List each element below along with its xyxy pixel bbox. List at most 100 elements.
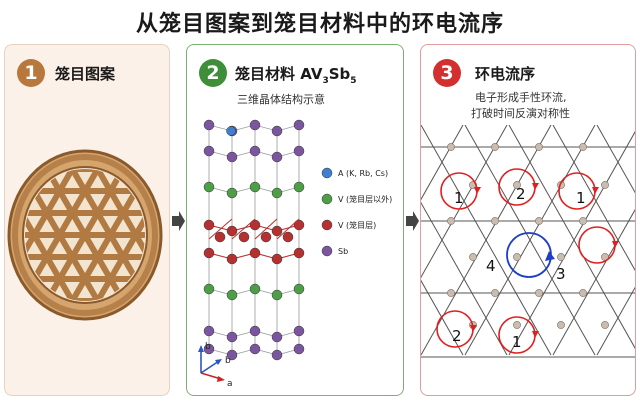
atom-sb xyxy=(203,325,215,337)
loop-current-blue xyxy=(506,232,552,278)
page-title: 从笼目图案到笼目材料中的环电流序 xyxy=(135,12,504,37)
panel3-description-line2: 打破时间反演对称性 xyxy=(471,107,570,120)
atom-sb2 xyxy=(226,151,238,163)
loop-label: 4 xyxy=(486,257,496,275)
atom-v xyxy=(249,181,261,193)
atom-vk xyxy=(249,219,261,231)
legend-marker xyxy=(321,167,333,179)
atom-vk xyxy=(203,219,215,231)
atom-vk xyxy=(238,231,250,243)
legend-label: Sb xyxy=(338,247,348,256)
lattice-site xyxy=(535,217,543,225)
woven-basket-image xyxy=(7,149,163,321)
atom-sb xyxy=(226,331,238,343)
atom-sb2 xyxy=(203,145,215,157)
lattice-site xyxy=(579,289,587,297)
legend-marker xyxy=(321,219,333,231)
panel-loop-current-order: 3 环电流序 电子形成手性环流, 打破时间反演对称性 1 2 1 4 3 2 1 xyxy=(420,44,636,396)
atom-vk2 xyxy=(293,247,305,259)
atom-vk xyxy=(226,225,238,237)
atom-sb2 xyxy=(249,343,261,355)
lattice-site xyxy=(601,321,609,329)
atom-v xyxy=(249,283,261,295)
atom-sb xyxy=(271,331,283,343)
kagome-loop-current-diagram: 1 2 1 4 3 2 1 xyxy=(421,125,635,358)
loop-label: 1 xyxy=(512,333,522,351)
lattice-site xyxy=(513,253,521,261)
lattice-site xyxy=(557,321,565,329)
atom-v xyxy=(271,187,283,199)
atom-v xyxy=(293,181,305,193)
atom-sb2 xyxy=(249,145,261,157)
atom-sb xyxy=(271,125,283,137)
legend-label: V (笼目层以外) xyxy=(338,194,392,204)
loop-label: 1 xyxy=(576,189,586,207)
atom-sb2 xyxy=(271,151,283,163)
arrow-right-icon-2 xyxy=(406,211,419,231)
atom-sb xyxy=(293,119,305,131)
axis-b-vertical-label: b xyxy=(205,342,211,352)
atom-v xyxy=(226,289,238,301)
lattice-site xyxy=(491,143,499,151)
panel3-description-line1: 电子形成手性环流, xyxy=(475,91,567,104)
lattice-site xyxy=(513,181,521,189)
lattice-site xyxy=(447,143,455,151)
atom-vk xyxy=(260,231,272,243)
atom-v xyxy=(203,283,215,295)
axis-indicator-icon: b b a xyxy=(198,342,233,389)
lattice-site xyxy=(535,289,543,297)
atom-vk xyxy=(293,219,305,231)
axis-b-label: b xyxy=(225,356,231,366)
atom-vk2 xyxy=(271,253,283,265)
lattice-site xyxy=(601,181,609,189)
loop-label: 2 xyxy=(516,185,526,203)
panel3-title: 环电流序 xyxy=(475,65,536,83)
legend-label: A (K, Rb, Cs) xyxy=(338,169,388,178)
lattice-site xyxy=(491,217,499,225)
arrow-right-icon-1 xyxy=(172,211,185,231)
axis-a-label: a xyxy=(227,379,233,389)
atom-sb2 xyxy=(203,343,215,355)
lattice-site xyxy=(535,143,543,151)
lattice-site xyxy=(579,217,587,225)
atom-sb2 xyxy=(226,349,238,361)
lattice-site xyxy=(469,253,477,261)
lattice-site xyxy=(491,289,499,297)
atom-vk2 xyxy=(203,247,215,259)
atom-vk xyxy=(282,231,294,243)
atom-vk2 xyxy=(249,247,261,259)
loop-label: 1 xyxy=(454,189,464,207)
lattice-site xyxy=(447,217,455,225)
atom-vk2 xyxy=(226,253,238,265)
legend: A (K, Rb, Cs) V (笼目层以外) V (笼目层) Sb xyxy=(321,167,392,257)
legend-marker xyxy=(321,193,333,205)
panel-kagome-material: 2 笼目材料 AV3Sb5 三维晶体结构示意 A (K, Rb, Cs)V (笼… xyxy=(186,44,404,396)
loop-label: 3 xyxy=(556,265,566,283)
lattice-site xyxy=(579,143,587,151)
atom-vk xyxy=(271,225,283,237)
crystal-structure-diagram: A (K, Rb, Cs) V (笼目层以外) V (笼目层) Sb b b a xyxy=(198,119,392,389)
step-badge-3: 3 xyxy=(433,59,461,87)
atom-sb xyxy=(249,119,261,131)
atom-v xyxy=(271,289,283,301)
lattice-site xyxy=(513,321,521,329)
loop-label: 2 xyxy=(452,327,462,345)
loop-current-red xyxy=(578,226,616,264)
atom-v xyxy=(226,187,238,199)
atom-a xyxy=(226,126,236,136)
legend-marker xyxy=(321,245,333,257)
atom-sb xyxy=(249,325,261,337)
lattice-site xyxy=(557,253,565,261)
lattice-site xyxy=(447,289,455,297)
atom-sb xyxy=(293,325,305,337)
panel1-title: 笼目图案 xyxy=(55,65,116,83)
atom-v xyxy=(293,283,305,295)
atom-sb2 xyxy=(271,349,283,361)
step-badge-1: 1 xyxy=(17,59,45,87)
legend-label: V (笼目层) xyxy=(338,220,376,230)
panel2-subtitle: 三维晶体结构示意 xyxy=(237,93,325,106)
atom-vk xyxy=(214,231,226,243)
atom-sb2 xyxy=(293,343,305,355)
step-badge-2: 2 xyxy=(199,59,227,87)
panel-kagome-pattern: 1 笼目图案 xyxy=(4,44,170,396)
